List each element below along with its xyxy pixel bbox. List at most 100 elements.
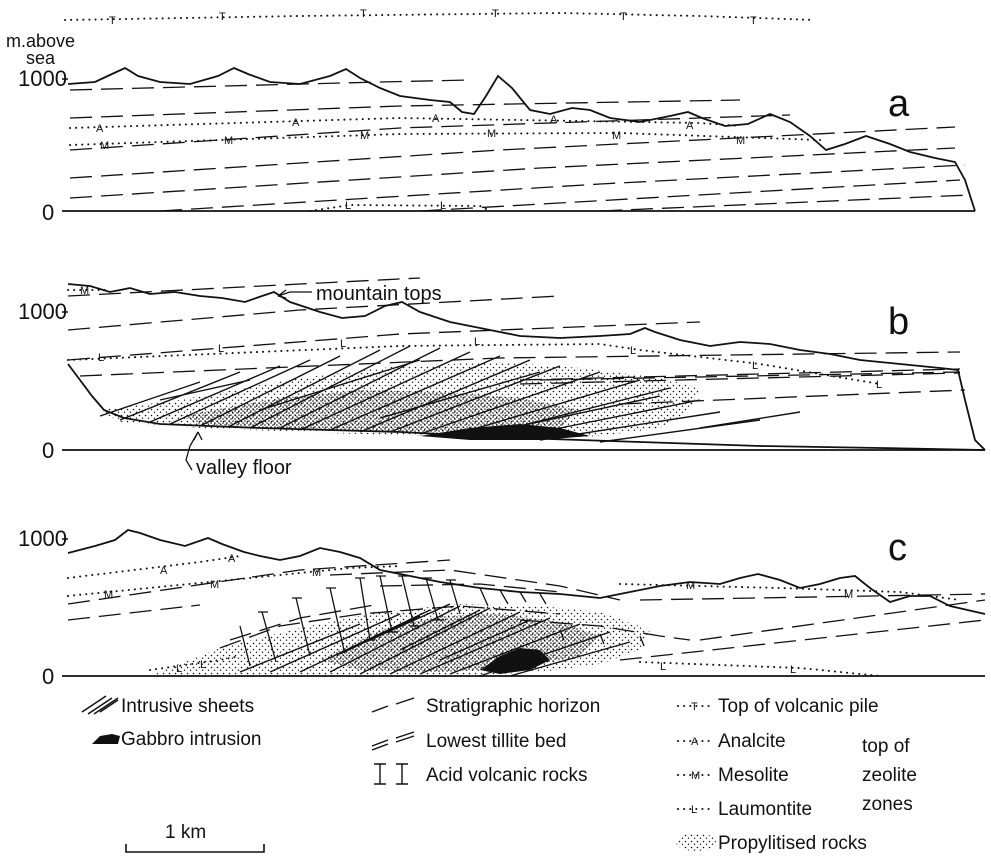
panel-b: 1000 0 M L L L L L L L: [18, 277, 986, 479]
legend-propylitised-label: Propylitised rocks: [718, 833, 867, 854]
zone-mark-l: L: [752, 360, 758, 372]
zone-mark-m: M: [736, 135, 745, 147]
laumontite-zone-line: [149, 655, 241, 671]
legend-stratigraphic-horizon-label: Stratigraphic horizon: [426, 696, 600, 717]
zone-mark-m: M: [210, 579, 219, 591]
tick-label-0: 0: [42, 438, 54, 463]
zone-mark-t: T: [360, 8, 367, 20]
zone-mark-m: M: [360, 130, 369, 142]
legend-intrusive-sheets-label: Intrusive sheets: [121, 696, 254, 717]
zone-mark-m: M: [312, 567, 321, 579]
topographic-profile: [67, 283, 986, 451]
zone-mark-l: L: [176, 663, 182, 675]
scale-bar: [125, 844, 265, 853]
mesolite-zone-line: [619, 583, 961, 601]
zone-mark-l: L: [200, 659, 206, 671]
laumontite-zone-line: [309, 203, 491, 212]
mesolite-zone-line: [67, 565, 401, 597]
zone-mark-m: M: [487, 128, 496, 140]
zone-mark-t: T: [109, 15, 116, 27]
zone-mark-l: L: [98, 352, 104, 364]
zone-mark-m: M: [844, 589, 853, 601]
zone-mark-l: L: [660, 661, 666, 673]
topographic-profile: [67, 529, 986, 615]
legend-laumontite-label: Laumontite: [718, 799, 812, 820]
zone-mark-a: A: [228, 553, 236, 565]
zone-mark-a: A: [691, 736, 699, 748]
stratigraphic-horizons: [67, 559, 986, 661]
legend-stratigraphic-horizon-symbol: [371, 697, 415, 713]
zone-mark-a: A: [432, 113, 440, 125]
zone-mark-a: A: [160, 565, 168, 577]
zone-mark-t: T: [219, 11, 226, 23]
zone-mark-l: L: [474, 336, 480, 348]
y-axis-label: m.above: [6, 31, 75, 51]
panel-a: 1000 0 A A A A A M M M M M M L L a: [18, 66, 976, 225]
zone-mark-a: A: [550, 114, 558, 126]
zone-mark-m: M: [224, 135, 233, 147]
panel-letter: a: [888, 83, 910, 125]
legend-acid-volcanic-label: Acid volcanic rocks: [426, 765, 588, 786]
gabbro-intrusion: [420, 424, 590, 440]
stratigraphic-horizons: [67, 277, 966, 405]
mountain-tops-annotation: mountain tops: [316, 283, 442, 305]
legend-lowest-tillite-symbol: [371, 731, 415, 751]
zone-mark-l: L: [790, 664, 796, 676]
lowest-tillite-bed-line: [519, 368, 961, 381]
intrusive-sheets-b: [99, 345, 801, 443]
mesolite-zone-line: [69, 131, 821, 146]
panel-letter: b: [888, 301, 909, 343]
zone-mark-t: T: [691, 701, 698, 713]
tick-label-0: 0: [42, 200, 54, 225]
tick-label-1000: 1000: [18, 526, 67, 551]
zone-mark-m: M: [686, 580, 695, 592]
legend-propylitised-symbol: [676, 833, 716, 851]
zone-mark-l: L: [340, 338, 346, 350]
y-axis-label: sea: [26, 48, 56, 68]
zone-mark-a: A: [292, 117, 300, 129]
scale-bar-label: 1 km: [165, 822, 206, 843]
zone-mark-a: A: [96, 123, 104, 135]
zone-mark-l: L: [630, 345, 636, 357]
zone-mark-l: L: [440, 200, 446, 212]
legend-lowest-tillite-label: Lowest tillite bed: [426, 731, 566, 752]
legend-top-volcanic-label: Top of volcanic pile: [718, 696, 879, 717]
legend-zeolite-bracket-label: zones: [862, 794, 913, 815]
zone-mark-m: M: [100, 140, 109, 152]
legend-intrusive-sheets-symbol: [81, 695, 119, 715]
top-of-volcanic-pile-line: T T T T T T: [64, 8, 816, 27]
stratigraphic-horizons: [69, 79, 971, 212]
zone-mark-t: T: [750, 15, 757, 27]
legend-mesolite-label: Mesolite: [718, 765, 789, 786]
legend-acid-volcanic-symbol: [374, 763, 408, 785]
zone-mark-t: T: [620, 11, 627, 23]
zone-mark-a: A: [686, 120, 694, 132]
gabbro-intrusion: [480, 648, 550, 674]
analcite-zone-line: [69, 116, 741, 129]
analcite-zone-line: [67, 555, 241, 579]
legend-gabbro-label: Gabbro intrusion: [121, 729, 261, 750]
legend-zeolite-bracket-label: top of: [862, 736, 910, 757]
zone-mark-m: M: [691, 770, 700, 782]
zone-mark-m: M: [612, 130, 621, 142]
valley-floor-annotation: valley floor: [196, 457, 292, 479]
legend-gabbro-symbol: [92, 734, 120, 744]
panel-c: 1000 0: [18, 526, 986, 689]
lowest-tillite-bed-line: [519, 372, 961, 385]
zone-mark-l: L: [691, 804, 697, 816]
tick-label-0: 0: [42, 664, 54, 689]
zone-mark-t: T: [492, 8, 499, 20]
topographic-profile: [67, 66, 976, 212]
acid-volcanic-rocks: [219, 569, 691, 667]
valley-floor-profile: [67, 363, 986, 451]
tick-label-1000: 1000: [18, 299, 67, 324]
legend-zeolite-bracket-label: zeolite: [862, 765, 917, 786]
zone-mark-l: L: [218, 343, 224, 355]
zone-mark-m: M: [104, 589, 113, 601]
tick-label-1000: 1000: [18, 66, 67, 91]
zone-mark-l: L: [345, 200, 351, 212]
legend: Intrusive sheets Gabbro intrusion Strati…: [81, 695, 917, 854]
legend-analcite-label: Analcite: [718, 731, 786, 752]
